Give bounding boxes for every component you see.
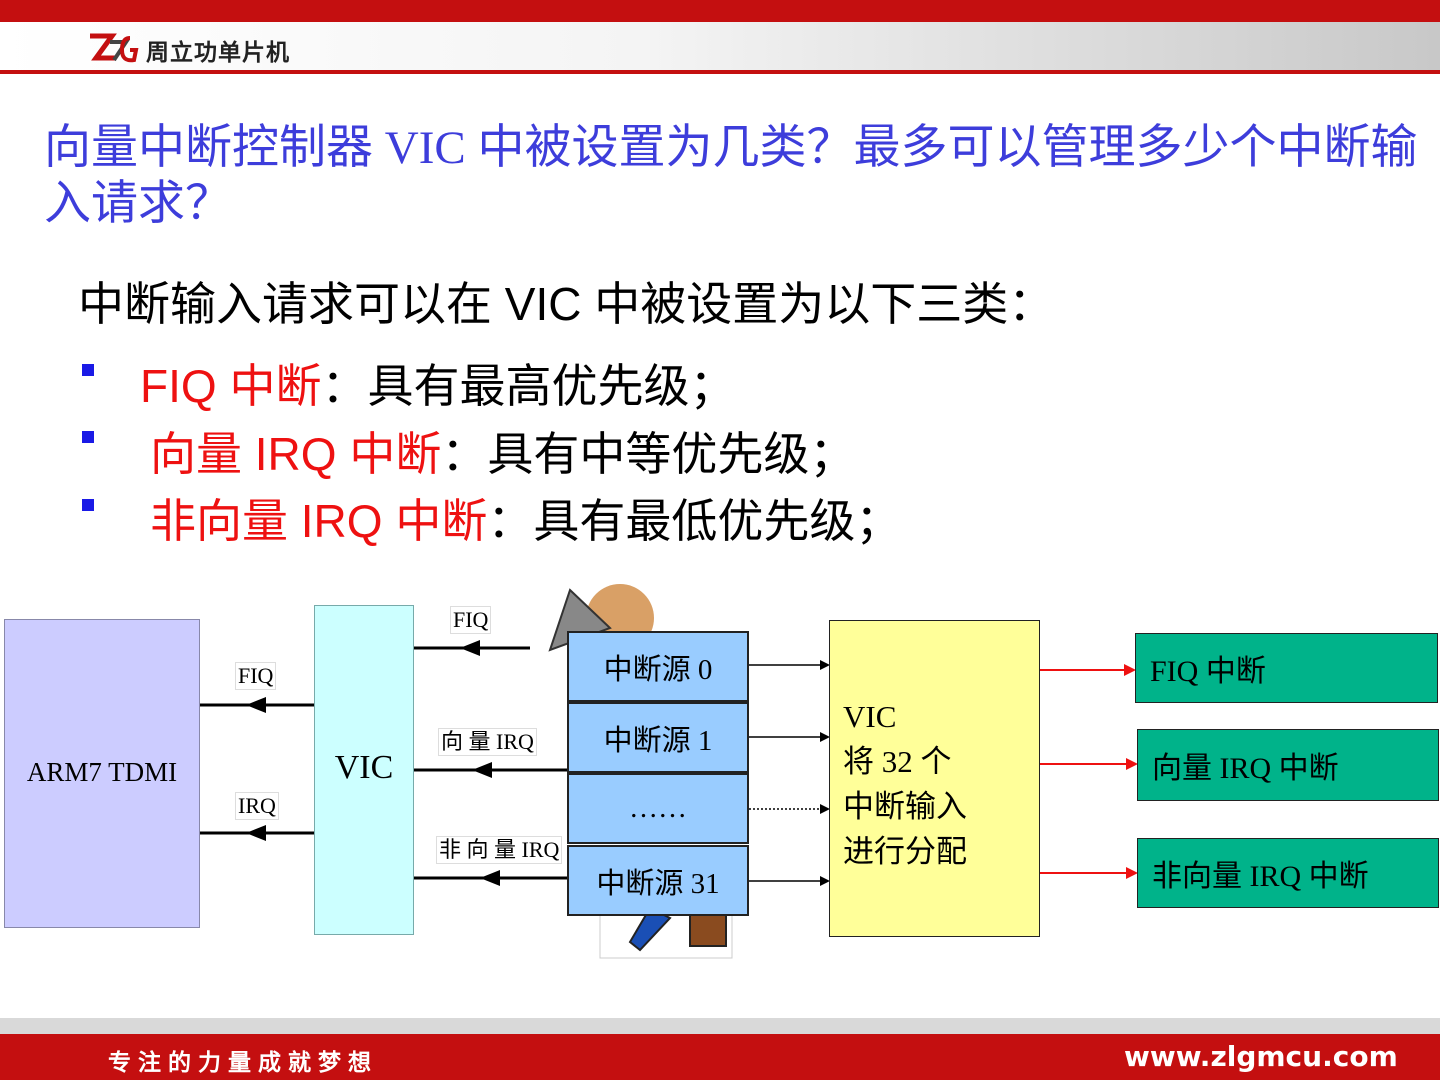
- bullet-nonvectored-irq: 非向量 IRQ 中断：具有最低优先级；: [150, 485, 901, 551]
- interrupt-source-1: 中断源 1: [567, 702, 749, 773]
- nonvec-irq-arrow-to-vic: [480, 870, 500, 886]
- header-top-bar: [0, 0, 1440, 22]
- footer-website: www.zlgmcu.com: [1124, 1040, 1398, 1073]
- output-fiq-interrupt: FIQ 中断: [1135, 633, 1438, 703]
- vec-irq-label: 向 量 IRQ: [438, 728, 537, 756]
- bullet-square-icon: [82, 499, 94, 511]
- footer-gray-bar: [0, 1018, 1440, 1034]
- arm7-label: ARM7 TDMI: [26, 757, 178, 787]
- vic-allocator-text: VIC 将 32 个 中断输入 进行分配: [843, 694, 967, 874]
- bullet-fiq-desc: ：具有最高优先级；: [321, 360, 736, 412]
- fiq-right-label: FIQ: [450, 606, 492, 634]
- interrupt-source-31: 中断源 31: [567, 845, 749, 916]
- bullet-vectored-irq: 向量 IRQ 中断：具有中等优先级；: [150, 418, 855, 484]
- src31-arrow: [820, 876, 830, 886]
- footer-red-bar: [0, 1034, 1440, 1080]
- bullet-vectored-irq-desc: ：具有中等优先级；: [441, 428, 856, 480]
- src1-arrow: [820, 732, 830, 742]
- out-fiq-arrow: [1124, 664, 1136, 676]
- out-nonvec-arrow: [1126, 867, 1138, 879]
- vic-desc-line: VIC: [843, 699, 897, 734]
- irq-left-label: IRQ: [235, 792, 279, 820]
- irq-arrow-to-arm: [246, 825, 266, 841]
- output-nonvectored-irq: 非向量 IRQ 中断: [1137, 838, 1439, 908]
- footer-slogan: 专注的力量成就梦想: [108, 1050, 378, 1076]
- output-vectored-irq: 向量 IRQ 中断: [1137, 729, 1439, 801]
- intro-text: 中断输入请求可以在 VIC 中被设置为以下三类：: [78, 278, 1055, 330]
- vic-desc-line: 进行分配: [843, 834, 967, 869]
- arm7-core-block: [4, 619, 200, 928]
- bullet-square-icon: [82, 431, 94, 443]
- src0-arrow: [820, 660, 830, 670]
- header-divider: [0, 70, 1440, 74]
- fiq-left-label: FIQ: [235, 662, 277, 690]
- bullet-fiq: FIQ 中断：具有最高优先级；: [140, 350, 735, 416]
- company-name: 周立功单片机: [146, 40, 290, 66]
- nonvec-irq-label: 非 向 量 IRQ: [436, 836, 563, 864]
- bullet-fiq-highlight: FIQ 中断: [140, 360, 322, 412]
- bullet-square-icon: [82, 364, 94, 376]
- slide-title: 向量中断控制器 VIC 中被设置为几类？最多可以管理多少个中断输入请求？: [44, 122, 1418, 230]
- fiq-arrow-to-arm: [246, 697, 266, 713]
- interrupt-source-ellipsis: ……: [567, 773, 749, 844]
- vic-desc-line: 将 32 个: [843, 744, 952, 779]
- vic-desc-line: 中断输入: [843, 789, 967, 824]
- bullet-nonvectored-irq-desc: ：具有最低优先级；: [487, 495, 902, 547]
- fiq-arrow-to-vic: [460, 640, 480, 656]
- interrupt-source-0: 中断源 0: [567, 631, 749, 702]
- zlg-logo-icon: [90, 33, 139, 63]
- bullet-nonvectored-irq-highlight: 非向量 IRQ 中断: [150, 495, 488, 547]
- src-etc-arrow: [820, 804, 830, 814]
- vic-allocator-block: [829, 620, 1040, 937]
- vec-irq-arrow-to-vic: [472, 762, 492, 778]
- vic-block: [314, 605, 414, 935]
- bullet-vectored-irq-highlight: 向量 IRQ 中断: [150, 428, 442, 480]
- out-vec-arrow: [1126, 758, 1138, 770]
- header-strip: [0, 22, 1440, 72]
- vic-label: VIC: [334, 749, 394, 786]
